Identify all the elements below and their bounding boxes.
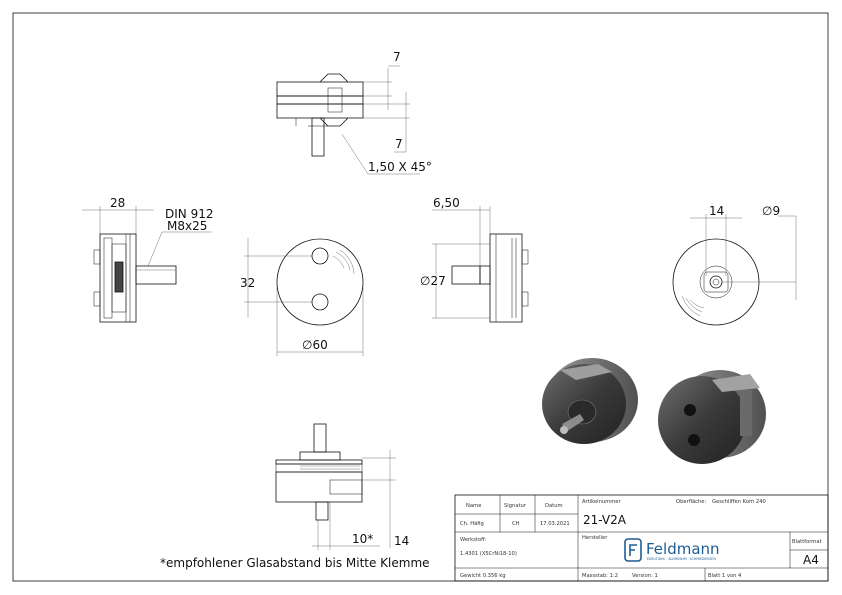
tb-signature-value: CH (512, 521, 520, 527)
feldmann-logo: Feldmann EDELSTAHL · ALUMINIUM · SCHMIED… (624, 538, 720, 562)
tb-manufacturer-label: Hersteller (582, 535, 608, 541)
tb-format-label: Blattformat (792, 539, 822, 545)
tb-version: Version: 1 (632, 573, 658, 579)
right-side-view (432, 206, 529, 323)
render-3d-back (658, 370, 766, 464)
title-block (454, 494, 829, 582)
dim-bore-diameter: ∅9 (762, 204, 780, 218)
left-side-view (82, 206, 212, 323)
tb-name-value: Ch. Häfig (460, 521, 484, 527)
dim-height-bottom: 7 (395, 137, 403, 151)
dim-thread-offset: 6,50 (433, 196, 460, 210)
tb-weight: Gewicht 0.356 kg (460, 573, 506, 579)
dim-side-width: 28 (110, 196, 125, 210)
logo-tagline: EDELSTAHL · ALUMINIUM · SCHMIEDEEISEN (647, 557, 716, 561)
tb-surface-value: Geschliffen Korn 240 (712, 499, 766, 505)
tb-scale: Massstab: 1:2 (582, 573, 618, 579)
dim-height-top: 7 (393, 50, 401, 64)
screw-spec-line1: DIN 912 (165, 207, 213, 221)
tb-article-value: 21-V2A (583, 513, 627, 527)
tb-surface-label: Oberfläche: (676, 499, 706, 505)
dim-chamfer: 1,50 X 45° (368, 160, 432, 174)
render-3d-front (542, 358, 638, 444)
dim-outer-diameter: ∅60 (302, 338, 328, 352)
dim-pin-diameter: ∅27 (420, 274, 446, 288)
tb-format-value: A4 (803, 553, 819, 567)
tb-name-label: Name (466, 503, 481, 509)
dim-clamp-height: 14 (394, 534, 409, 548)
tb-date-value: 17.03.2021 (540, 521, 570, 527)
footnote: *empfohlener Glasabstand bis Mitte Klemm… (160, 556, 430, 570)
bottom-view (275, 423, 396, 550)
tb-date-label: Datum (545, 503, 563, 509)
logo-wordmark: Feldmann (646, 540, 720, 558)
dim-back-14: 14 (709, 204, 724, 218)
top-view (276, 65, 420, 175)
screw-spec-line2: M8x25 (167, 219, 207, 233)
dim-hole-spacing: 32 (240, 276, 255, 290)
back-view (672, 214, 797, 326)
tb-article-label: Artikelnummer (582, 499, 621, 505)
tb-sheet: Blatt 1 von 4 (708, 573, 742, 579)
tb-material-value: 1.4301 (X5CrNi18-10) (460, 551, 517, 557)
dim-glass-gap: 10* (352, 532, 373, 546)
sheet-border (12, 12, 829, 582)
tb-signature-label: Signatur (504, 503, 527, 509)
tb-material-label: Werkstoff: (460, 537, 487, 543)
